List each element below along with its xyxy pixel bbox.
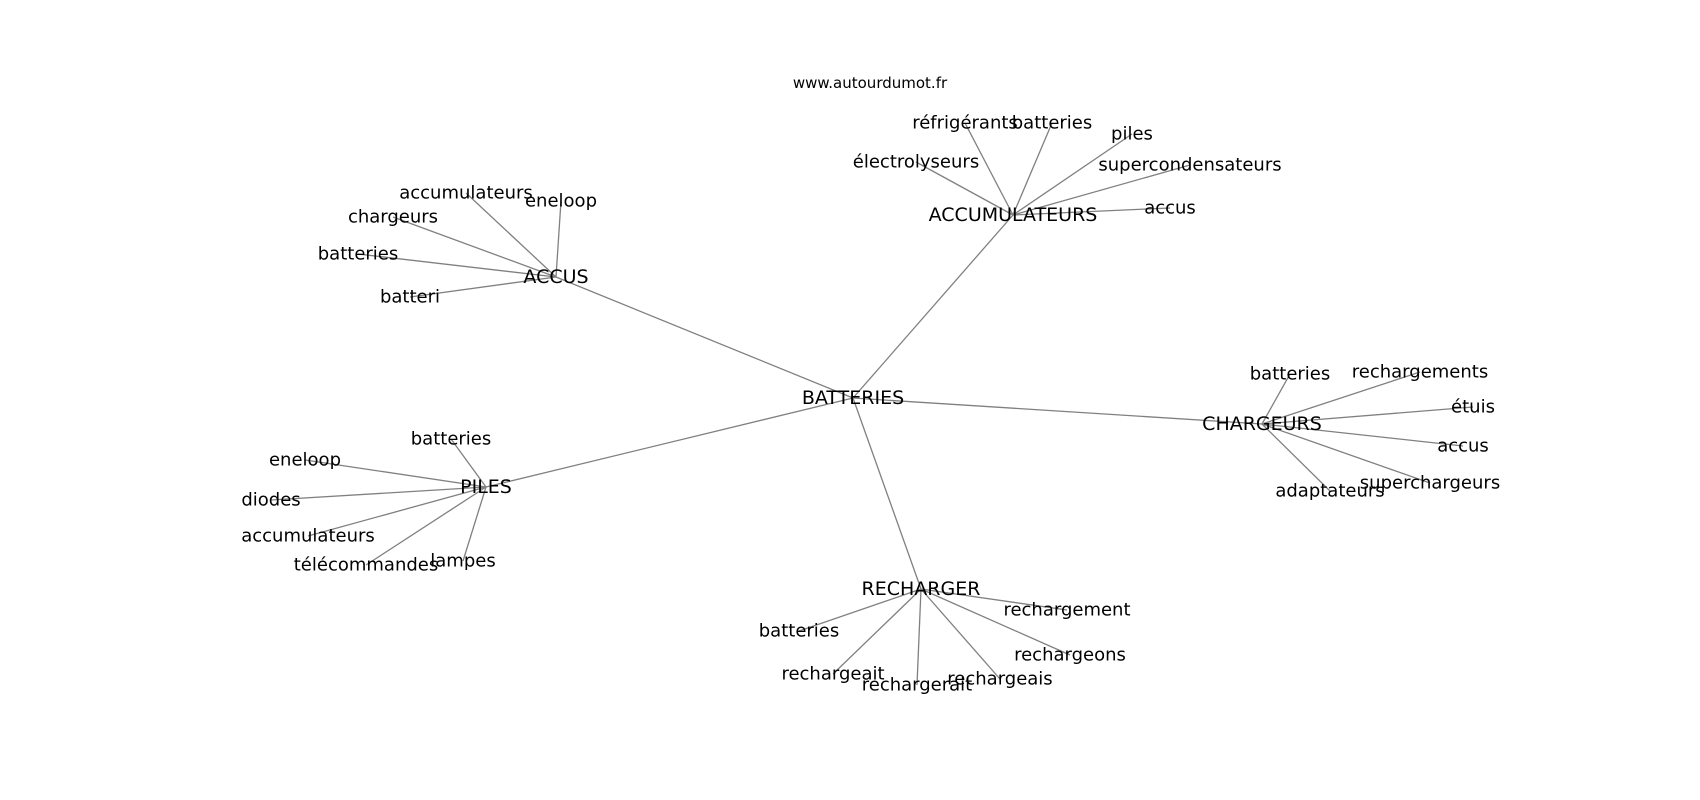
node-leaf-accumulateurs-piles: piles xyxy=(1111,124,1153,145)
node-leaf-chargeurs-superchargeurs: superchargeurs xyxy=(1360,473,1500,494)
edge-recharger-rechargerait xyxy=(916,588,922,686)
edge-accumulateurs-supercondensateurs xyxy=(1012,164,1191,216)
edge-center-recharger xyxy=(852,397,922,590)
edge-accumulateurs-batteries xyxy=(1012,122,1053,216)
node-leaf-chargeurs-batteries: batteries xyxy=(1250,364,1331,385)
node-center-batteries: BATTERIES xyxy=(802,387,904,409)
node-leaf-piles-batteries: batteries xyxy=(411,429,492,450)
edges xyxy=(270,122,1474,686)
edge-chargeurs-batteries xyxy=(1261,373,1291,425)
node-leaf-accus-eneloop: eneloop xyxy=(525,191,597,212)
node-leaf-piles-telecommandes: télécommandes xyxy=(294,555,439,576)
node-leaf-chargeurs-adaptateurs: adaptateurs xyxy=(1275,481,1384,502)
edge-accus-batteri xyxy=(409,276,557,298)
edge-recharger-batteries xyxy=(798,588,922,632)
edge-chargeurs-accus xyxy=(1261,423,1464,447)
node-hub-accumulateurs: ACCUMULATEURS xyxy=(929,204,1098,226)
node-leaf-recharger-rechargerait: rechargerait xyxy=(862,675,973,696)
node-leaf-piles-diodes: diodes xyxy=(241,490,300,511)
edge-center-accumulateurs xyxy=(852,214,1014,399)
edge-center-chargeurs xyxy=(852,397,1263,425)
node-hub-accus: ACCUS xyxy=(523,266,588,288)
edge-piles-accumulateurs xyxy=(307,486,487,537)
node-leaf-accus-batteries: batteries xyxy=(318,244,399,265)
edge-piles-telecommandes xyxy=(365,486,487,566)
edge-piles-diodes xyxy=(270,486,487,501)
node-leaf-recharger-rechargeais: rechargeais xyxy=(947,669,1052,690)
edge-recharger-rechargeait xyxy=(832,588,922,675)
edge-chargeurs-superchargeurs xyxy=(1261,423,1431,484)
node-leaf-chargeurs-etuis: étuis xyxy=(1451,397,1495,418)
node-leaf-accus-batteri: batteri xyxy=(380,287,440,308)
edge-accumulateurs-electrolyseurs xyxy=(915,161,1014,216)
edge-center-accus xyxy=(555,276,854,399)
edge-accumulateurs-accus xyxy=(1012,207,1171,216)
labels: BATTERIESACCUMULATEURSréfrigérantsbatter… xyxy=(241,113,1500,696)
edge-accus-accumulateurs xyxy=(465,192,557,278)
node-leaf-accumulateurs-electrolyseurs: électrolyseurs xyxy=(853,152,979,173)
node-leaf-chargeurs-rechargements: rechargements xyxy=(1352,362,1488,383)
edge-accumulateurs-piles xyxy=(1012,133,1133,216)
edge-recharger-rechargeons xyxy=(920,588,1071,656)
node-leaf-recharger-rechargement: rechargement xyxy=(1003,600,1130,621)
edge-center-piles xyxy=(485,397,854,488)
node-leaf-chargeurs-accus: accus xyxy=(1437,436,1489,457)
node-leaf-piles-eneloop: eneloop xyxy=(269,450,341,471)
node-leaf-accumulateurs-batteries: batteries xyxy=(1012,113,1093,134)
edge-piles-eneloop xyxy=(304,459,487,488)
edge-accumulateurs-refrigerants xyxy=(964,122,1014,216)
edge-piles-batteries xyxy=(450,438,487,488)
node-leaf-piles-accumulateurs: accumulateurs xyxy=(241,526,375,547)
node-leaf-recharger-batteries: batteries xyxy=(759,621,840,642)
node-leaf-accumulateurs-refrigerants: réfrigérants xyxy=(912,113,1018,134)
node-leaf-accus-chargeurs: chargeurs xyxy=(348,207,438,228)
node-hub-piles: PILES xyxy=(460,476,512,498)
node-leaf-accus-accumulateurs: accumulateurs xyxy=(399,183,533,204)
edge-recharger-rechargement xyxy=(920,588,1068,611)
edge-recharger-rechargeais xyxy=(920,588,1001,680)
edge-accus-batteries xyxy=(357,253,557,278)
node-leaf-piles-lampes: lampes xyxy=(430,551,495,572)
node-leaf-accumulateurs-accus: accus xyxy=(1144,198,1196,219)
edge-accus-eneloop xyxy=(555,200,562,278)
node-leaf-recharger-rechargeons: rechargeons xyxy=(1014,645,1126,666)
node-leaf-recharger-rechargeait: rechargeait xyxy=(781,664,884,685)
edge-chargeurs-adaptateurs xyxy=(1261,423,1331,492)
edge-chargeurs-etuis xyxy=(1261,406,1474,425)
node-hub-chargeurs: CHARGEURS xyxy=(1202,413,1322,435)
edge-chargeurs-rechargements xyxy=(1261,371,1421,425)
node-leaf-accumulateurs-supercondensateurs: supercondensateurs xyxy=(1098,155,1281,176)
edge-piles-lampes xyxy=(462,486,487,562)
source-url: www.autourdumot.fr xyxy=(793,74,948,92)
node-hub-recharger: RECHARGER xyxy=(862,578,981,600)
edge-accus-chargeurs xyxy=(392,216,557,278)
